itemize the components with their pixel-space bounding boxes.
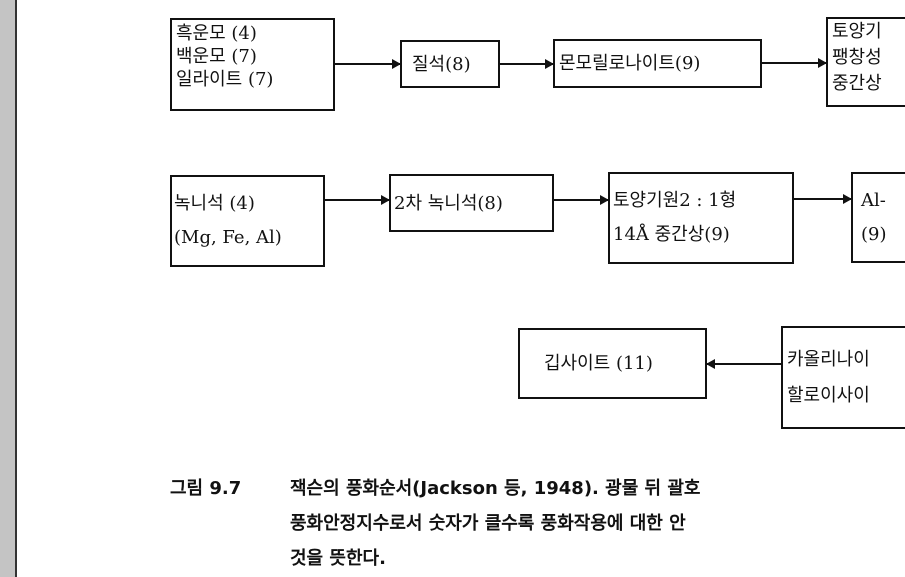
box-line: (Mg, Fe, Al)	[174, 227, 282, 248]
arrow-right	[500, 59, 554, 69]
arrow-right	[335, 59, 401, 69]
box-gibbsite: 깁사이트 (11)	[518, 328, 707, 399]
caption-line-2: 풍화안정지수로서 숫자가 클수록 풍화작용에 대한 안	[290, 513, 686, 534]
box-line: 녹니석 (4)	[174, 193, 255, 214]
arrow-right	[794, 194, 852, 204]
box-line: 토양기	[832, 21, 882, 42]
box-biotite-muscovite-illite: 흑운모 (4) 백운모 (7) 일라이트 (7)	[170, 18, 335, 111]
box-line: Al-	[861, 189, 886, 211]
box-line: 2차 녹니석(8)	[394, 192, 503, 214]
box-line: 카올리나이	[787, 348, 870, 370]
box-secondary-chlorite: 2차 녹니석(8)	[389, 174, 554, 232]
box-line: 질석(8)	[412, 53, 471, 75]
box-montmorillonite: 몬모릴로나이트(9)	[553, 39, 762, 88]
figure-label: 그림 9.7	[170, 478, 242, 499]
box-soil-expandable-intermediate: 토양기 팽창성 중간상	[826, 17, 905, 107]
box-line: 토양기원2 : 1형	[613, 190, 737, 211]
caption-line-1: 잭슨의 풍화순서(Jackson 등, 1948). 광물 뒤 괄호	[290, 478, 701, 499]
arrow-right	[554, 195, 609, 205]
box-line: 일라이트 (7)	[176, 69, 274, 90]
box-line: 중간상	[832, 73, 882, 94]
box-line: 14Å 중간상(9)	[613, 224, 730, 245]
box-line: (9)	[861, 223, 887, 245]
arrow-right	[325, 195, 390, 205]
left-margin-strip	[0, 0, 17, 577]
arrow-left	[706, 359, 781, 369]
box-line: 흑운모 (4)	[176, 23, 257, 44]
box-line: 팽창성	[832, 47, 882, 68]
box-kaolinite-halloysite: 카올리나이 할로이사이	[781, 326, 905, 429]
box-line: 깁사이트 (11)	[544, 353, 653, 374]
box-al-intermediate: Al- (9)	[851, 172, 905, 263]
arrow-right	[762, 58, 827, 68]
box-soil-2-1-intermediate: 토양기원2 : 1형 14Å 중간상(9)	[608, 172, 794, 264]
box-line: 몬모릴로나이트(9)	[559, 53, 701, 74]
box-vermiculite: 질석(8)	[400, 40, 500, 88]
caption-line-3: 것을 뜻한다.	[290, 548, 386, 569]
box-line: 백운모 (7)	[176, 46, 257, 67]
box-line: 할로이사이	[787, 384, 870, 406]
box-chlorite: 녹니석 (4) (Mg, Fe, Al)	[170, 175, 325, 267]
